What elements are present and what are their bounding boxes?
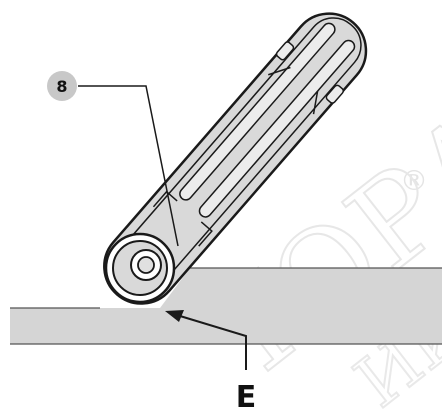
- arm-clip: [325, 84, 345, 104]
- upper-surface: [160, 268, 442, 308]
- callout-e: E: [165, 310, 256, 415]
- callout-8: 8: [47, 71, 179, 247]
- roller-wheel: [104, 232, 176, 304]
- label-e: E: [236, 380, 257, 415]
- arm-assembly: [103, 12, 368, 305]
- lower-surface: [10, 308, 442, 344]
- leader-line-8: [78, 85, 179, 247]
- wheel-axle: [137, 256, 155, 274]
- arrowhead-e: [165, 310, 184, 322]
- arm-slot-lower: [198, 39, 356, 218]
- surface-outline: [10, 267, 442, 345]
- arm-clip: [275, 41, 295, 61]
- watermark-symbol: ®: [400, 164, 428, 197]
- floor-surface: [10, 267, 442, 345]
- leader-line-e: [179, 315, 247, 370]
- callout-number: 8: [56, 77, 67, 96]
- arm-slot-upper: [179, 22, 336, 201]
- callout-circle: [47, 71, 77, 101]
